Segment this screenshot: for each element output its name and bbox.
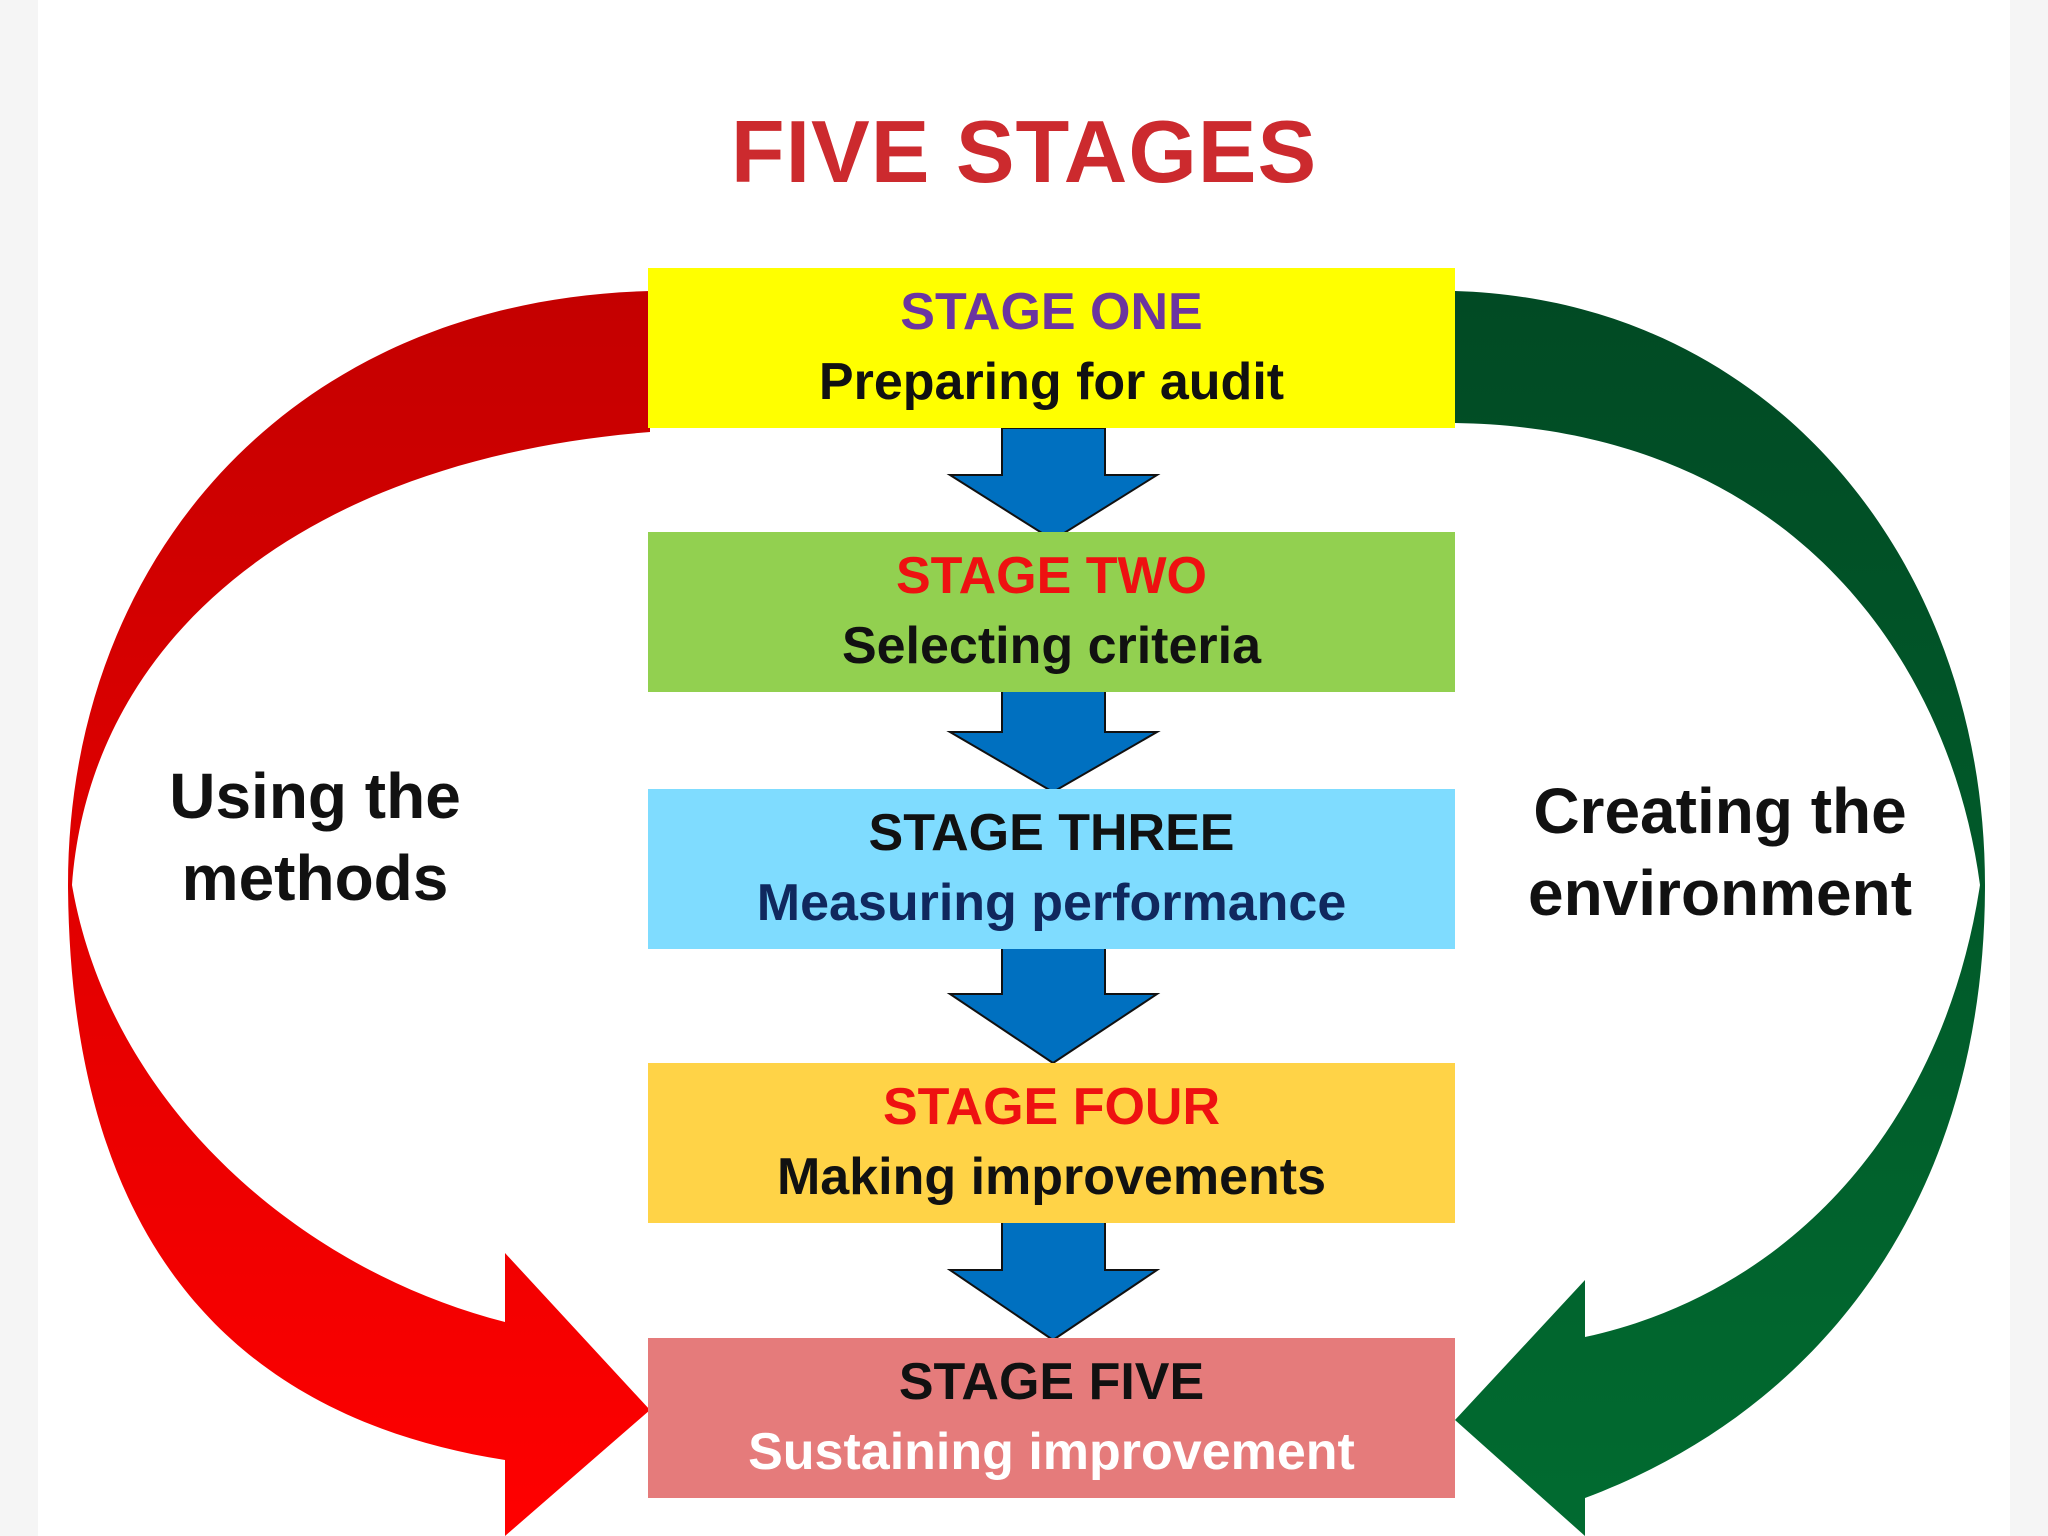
right-label-line: environment — [1527, 857, 1913, 929]
right-border-band — [2010, 0, 2048, 1536]
left-border-band — [0, 0, 38, 1536]
stage-description: Making improvements — [776, 1148, 1327, 1206]
stage-name: STAGE FOUR — [882, 1078, 1221, 1136]
stage-box-two: STAGE TWO Selecting criteria — [648, 532, 1455, 692]
stage-name: STAGE FIVE — [898, 1353, 1205, 1411]
left-label-line: Using the — [169, 760, 461, 832]
stage-name: STAGE THREE — [868, 804, 1235, 862]
right-curved-arrow-icon — [1455, 291, 1985, 1536]
down-arrow-icon — [946, 947, 1161, 1065]
right-side-label: Creating the environment — [1500, 770, 1940, 934]
left-label-line: methods — [181, 842, 449, 914]
left-curved-arrow-icon — [68, 291, 650, 1536]
right-label-line: Creating the — [1533, 775, 1907, 847]
left-side-label: Using the methods — [140, 755, 490, 919]
stage-box-three: STAGE THREE Measuring performance — [648, 789, 1455, 949]
diagram-title: FIVE STAGES — [730, 102, 1318, 201]
stage-box-five: STAGE FIVE Sustaining improvement — [648, 1338, 1455, 1498]
down-arrow-icon — [946, 1219, 1161, 1342]
down-arrow-icon — [946, 427, 1161, 542]
stage-name: STAGE ONE — [900, 283, 1203, 341]
stage-box-one: STAGE ONE Preparing for audit — [648, 268, 1455, 428]
stage-name: STAGE TWO — [895, 547, 1207, 605]
down-arrow-icon — [946, 689, 1161, 794]
stage-description: Sustaining improvement — [748, 1423, 1355, 1481]
stage-box-four: STAGE FOUR Making improvements — [648, 1063, 1455, 1223]
stage-description: Selecting criteria — [841, 617, 1262, 675]
stage-description: Measuring performance — [756, 874, 1347, 932]
stage-description: Preparing for audit — [818, 353, 1285, 411]
